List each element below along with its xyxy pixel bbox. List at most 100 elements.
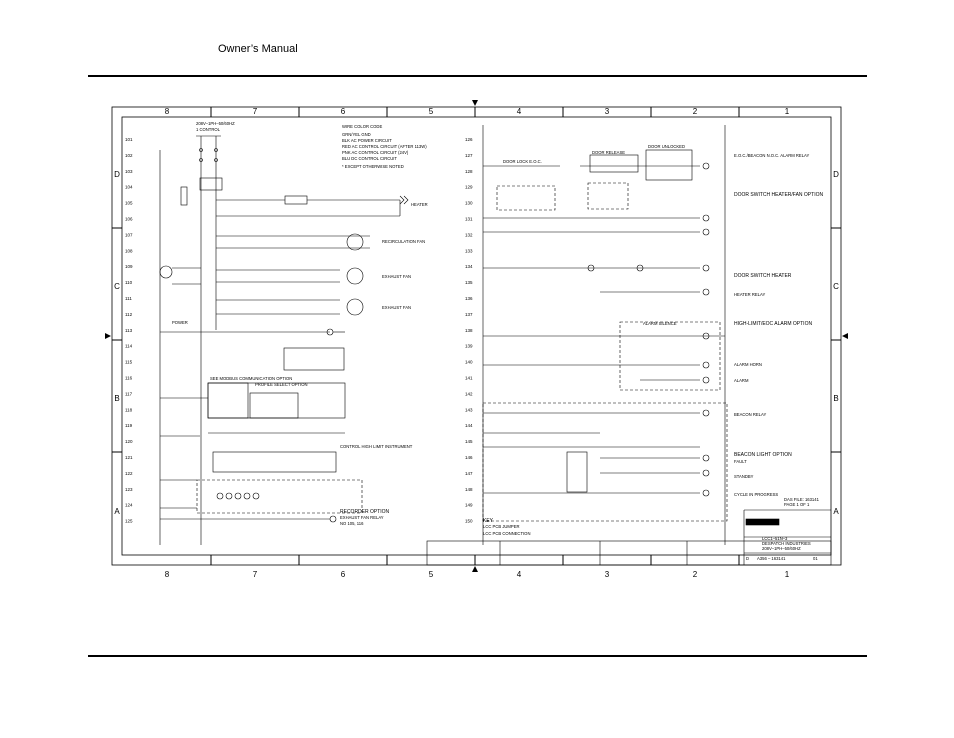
zone-label: A xyxy=(114,507,120,516)
header-rule xyxy=(88,75,867,77)
wire-code-item: BLU DC CONTROL CIRCUIT xyxy=(342,156,397,161)
rung-number: 105 xyxy=(125,201,133,206)
rung-number: 146 xyxy=(465,455,473,460)
rung-number: 118 xyxy=(125,407,133,412)
page-label: PAGE 1 OF 1 xyxy=(784,502,810,507)
zone-labels-side: D C B A D C B A xyxy=(114,170,839,516)
zone-label: B xyxy=(114,394,119,403)
supply-sub-label: 1 CONTROL xyxy=(196,127,221,132)
title-size: D xyxy=(746,556,749,561)
rung-number: 107 xyxy=(125,232,133,237)
title-model: LCC1–51N–3 xyxy=(762,536,788,541)
rung-number: 138 xyxy=(465,328,473,333)
door-release-label: DOOR RELEASE xyxy=(592,150,625,155)
das-file-label: DAS FILE: 163141 xyxy=(784,497,820,502)
rung-number: 104 xyxy=(125,185,133,190)
cycle-label: CYCLE IN PROGRESS xyxy=(734,492,778,497)
rung-number: 102 xyxy=(125,153,133,158)
zone-label: 3 xyxy=(605,570,610,579)
rung-number: 114 xyxy=(125,344,133,349)
heater-relay-label: HEATER RELAY xyxy=(734,292,765,297)
zone-label: 1 xyxy=(785,107,790,116)
title-drawing-number: A356 – 163141 xyxy=(757,556,786,561)
rung-number: 127 xyxy=(465,153,473,158)
zone-label: 3 xyxy=(605,107,610,116)
rung-number: 150 xyxy=(465,519,473,524)
rung-number: 129 xyxy=(465,185,473,190)
zone-labels-bottom: 8 7 6 5 4 3 2 1 xyxy=(165,570,790,579)
zone-label: 6 xyxy=(341,107,346,116)
rung-number: 123 xyxy=(125,487,133,492)
rung-number: 140 xyxy=(465,360,473,365)
rung-number: 131 xyxy=(465,217,473,222)
rung-number: 137 xyxy=(465,312,473,317)
rung-number: 119 xyxy=(125,423,133,428)
rung-number: 142 xyxy=(465,391,473,396)
rung-number: 144 xyxy=(465,423,473,428)
heater-label: HEATER xyxy=(411,202,428,207)
rung-number: 147 xyxy=(465,471,473,476)
alarm-horn-label: ALARM HORN xyxy=(734,362,762,367)
rung-number: 130 xyxy=(465,201,473,206)
title-block-text: LCC1–51N–3 DESPATCH INDUSTRIES 208V–1PH–… xyxy=(746,536,818,561)
door-lock-label: DOOR LOCK E.O.C. xyxy=(503,159,542,164)
rung-number: 113 xyxy=(125,328,133,333)
rung-number: 124 xyxy=(125,503,133,508)
footer-rule xyxy=(88,655,867,657)
rung-number: 101 xyxy=(125,137,133,142)
rung-numbers-right: 1261271281291301311321331341351361371381… xyxy=(465,137,473,524)
exhaust-relay-label: EXHAUST FAN RELAY xyxy=(340,515,384,520)
rung-number: 149 xyxy=(465,503,473,508)
rung-number: 120 xyxy=(125,439,133,444)
control-instrument-label: CONTROL HIGH LIMIT INSTRUMENT xyxy=(340,444,413,449)
exhaust-fan-label-2: EXHAUST FAN xyxy=(382,305,411,310)
wire-code-item: GRN/YEL GND xyxy=(342,132,371,137)
fault-label: FAULT xyxy=(734,459,747,464)
center-arrows xyxy=(105,100,848,572)
rung-number: 106 xyxy=(125,217,133,222)
beacon-relay-label: BEACON RELAY xyxy=(734,412,766,417)
zone-label: 2 xyxy=(693,107,698,116)
left-text-labels: 208V–1PH–50/60HZ 1 CONTROL WIRE COLOR CO… xyxy=(172,121,428,526)
supply-label: 208V–1PH–50/60HZ xyxy=(196,121,235,126)
rung-number: 103 xyxy=(125,169,133,174)
title-block xyxy=(426,509,832,566)
rung-number: 111 xyxy=(125,296,132,301)
beacon-option-label: BEACON LIGHT OPTION xyxy=(734,452,792,458)
rung-number: 145 xyxy=(465,439,473,444)
recorder-option-label: RECORDER OPTION xyxy=(340,509,390,515)
rung-number: 116 xyxy=(125,376,133,381)
rung-number: 125 xyxy=(125,519,133,524)
title-voltage: 208V–1PH–50/60HZ xyxy=(762,546,801,551)
rung-number: 112 xyxy=(125,312,133,317)
zone-label: D xyxy=(833,170,839,179)
rung-number: 143 xyxy=(465,407,473,412)
rung-number: 126 xyxy=(465,137,473,142)
rung-number: 148 xyxy=(465,487,473,492)
zone-label: 1 xyxy=(785,570,790,579)
drawing-frame xyxy=(111,106,842,566)
left-ladder xyxy=(159,135,409,545)
right-text-labels: E.O.C./BEACON N.O.C. ALARM RELAY DOOR RE… xyxy=(483,144,823,536)
page-header-title: Owner’s Manual xyxy=(218,43,298,55)
zone-label: 8 xyxy=(165,107,170,116)
zone-label: C xyxy=(114,282,120,291)
rung-number: 115 xyxy=(125,360,133,365)
wire-code-title: WIRE COLOR CODE xyxy=(342,124,382,129)
wire-code-item: RED AC CONTROL CIRCUIT (AFTER 113W) xyxy=(342,144,427,149)
rung-numbers-left: 1011021031041051061071081091101111121131… xyxy=(125,137,133,524)
door-switch-heater-label: DOOR SWITCH HEATER xyxy=(734,273,792,279)
title-company: DESPATCH INDUSTRIES xyxy=(762,541,811,546)
rung-number: 133 xyxy=(465,248,473,253)
door-unlocked-label: DOOR UNLOCKED xyxy=(648,144,685,149)
zone-label: D xyxy=(114,170,120,179)
zone-label: 2 xyxy=(693,570,698,579)
key-title: KEY xyxy=(483,518,494,524)
exhaust-fan-label: EXHAUST FAN xyxy=(382,274,411,279)
zone-label: 7 xyxy=(253,570,258,579)
zone-label: 6 xyxy=(341,570,346,579)
rung-number: 122 xyxy=(125,471,133,476)
comm-option-label: SEE MODBUS COMMUNICATION OPTION xyxy=(210,376,292,381)
zone-label: A xyxy=(833,507,839,516)
